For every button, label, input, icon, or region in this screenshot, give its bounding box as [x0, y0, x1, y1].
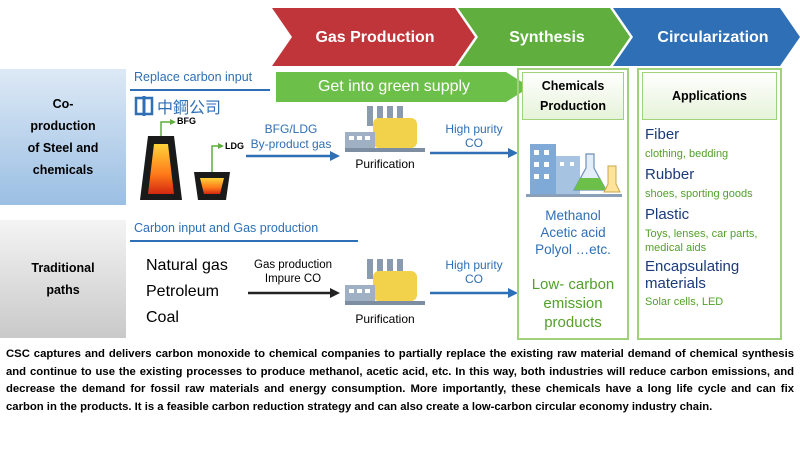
chevron-gas-production — [272, 8, 475, 66]
chemical-plant-icon — [526, 144, 622, 197]
green-supply-label: Get into green supply — [317, 78, 471, 95]
chevron-circularization — [613, 8, 800, 66]
chemicals-production-panel — [517, 68, 629, 340]
stage-synthesis-label: Synthesis — [509, 28, 585, 46]
application-title: Encapsulating materials — [645, 258, 740, 292]
application-detail: clothing, bedding — [645, 148, 729, 160]
application-item: Plastic Toys, lenses, car parts, medical… — [645, 206, 779, 255]
green-supply-banner — [276, 72, 530, 102]
application-detail: Toys, lenses, car parts, medical aids — [645, 228, 758, 254]
applications-list: Fiber clothing, bedding Rubber shoes, sp… — [645, 126, 779, 309]
application-title: Plastic — [645, 206, 690, 223]
gas-production-arrow — [248, 288, 340, 298]
row-label-coproduction: Co-production of Steel and chemicals — [0, 69, 126, 205]
high-purity-arrow-bottom — [430, 288, 518, 298]
heading-underline — [130, 89, 270, 91]
purification-plant-icon-top — [345, 106, 425, 152]
byproduct-arrow — [246, 151, 340, 161]
heading-underline-bottom — [130, 240, 358, 242]
application-item: Rubber shoes, sporting goods — [645, 166, 779, 201]
blast-furnace-icon — [140, 119, 230, 200]
purification-plant-icon-bottom — [345, 259, 425, 305]
chevron-synthesis — [458, 8, 630, 66]
low-carbon-products-label: Low- carbon emission products — [531, 276, 615, 331]
input-coal: Coal — [146, 309, 179, 326]
product-polyol: Polyol …etc. — [535, 242, 611, 257]
stage-chevrons — [272, 8, 800, 66]
product-methanol: Methanol — [545, 208, 601, 223]
input-petroleum: Petroleum — [146, 283, 219, 300]
purification-label-bottom: Purification — [355, 312, 415, 326]
replace-carbon-heading: Replace carbon input — [134, 70, 253, 84]
product-acetic-acid: Acetic acid — [540, 225, 606, 240]
applications-panel — [637, 68, 782, 340]
chemicals-production-header: Chemicals Production — [522, 72, 624, 120]
application-item: Encapsulating materials Solar cells, LED — [645, 258, 779, 309]
purification-label-top: Purification — [355, 157, 415, 171]
fossil-inputs-list: Natural gas Petroleum Coal — [146, 253, 228, 331]
applications-header: Applications — [642, 72, 777, 120]
csc-logo-icon — [134, 96, 154, 116]
stage-gas-production-label: Gas Production — [315, 28, 435, 46]
application-detail: Solar cells, LED — [645, 296, 724, 308]
carbon-input-heading: Carbon input and Gas production — [134, 221, 319, 235]
application-item: Fiber clothing, bedding — [645, 126, 779, 161]
high-purity-co-label-bottom: High purity CO — [445, 258, 503, 286]
high-purity-co-label-top: High purity CO — [445, 122, 503, 150]
chemical-products-list: Methanol Acetic acid Polyol …etc. — [519, 207, 627, 258]
application-title: Rubber — [645, 166, 695, 183]
high-purity-arrow-top — [430, 148, 518, 158]
bfg-label: BFG — [177, 116, 196, 126]
row-label-traditional: Traditional paths — [0, 220, 126, 338]
input-natural-gas: Natural gas — [146, 257, 228, 274]
csc-logo: 中鋼公司 — [134, 94, 221, 118]
company-name: 中鋼公司 — [157, 98, 222, 117]
description-paragraph: CSC captures and delivers carbon monoxid… — [6, 348, 794, 413]
ldg-label: LDG — [225, 141, 244, 151]
application-title: Fiber — [645, 126, 680, 143]
byproduct-gas-label: BFG/LDG By-product gas — [250, 122, 332, 151]
gas-production-label: Gas production Impure CO — [254, 259, 332, 285]
stage-circularization-label: Circularization — [657, 28, 769, 46]
application-detail: shoes, sporting goods — [645, 188, 753, 200]
